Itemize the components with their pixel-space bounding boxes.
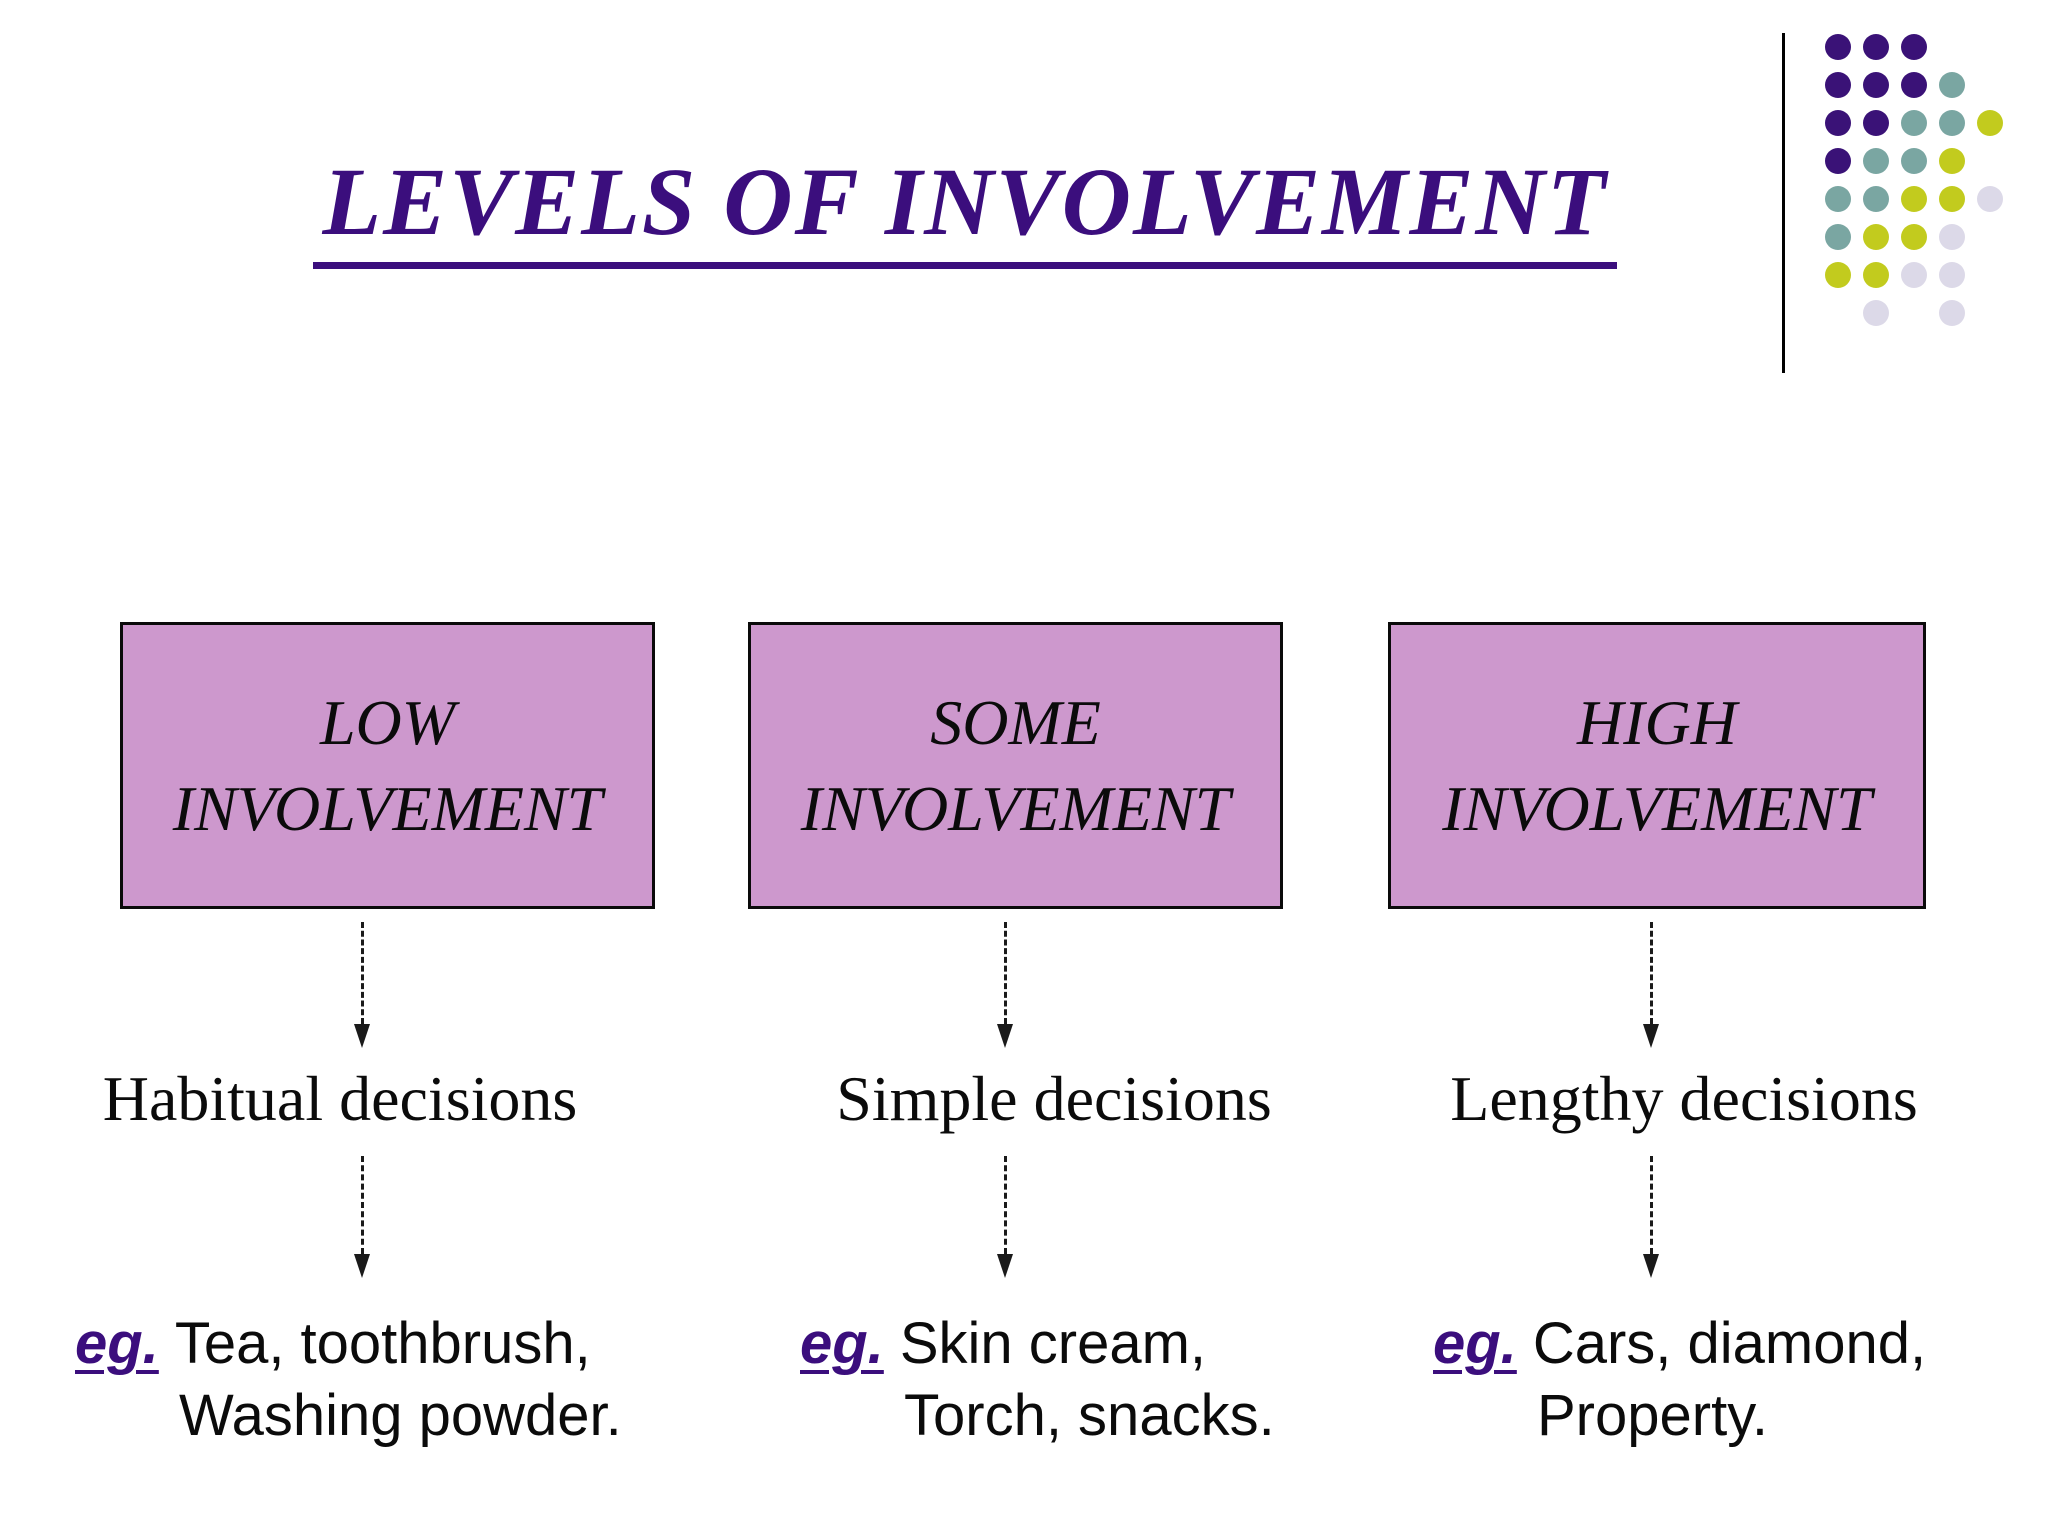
decoration-dot [1901, 110, 1927, 136]
decision-label-some: Simple decisions [836, 1063, 1272, 1134]
decoration-dot [1863, 148, 1889, 174]
decoration-dot [1901, 186, 1927, 212]
eg-label: eg. [75, 1311, 159, 1376]
arrow-shaft [1003, 1156, 1007, 1254]
example-line1: eg.Cars, diamond, [1433, 1308, 1926, 1380]
down-arrow-icon [1638, 922, 1664, 1048]
down-arrow-icon [992, 922, 1018, 1048]
example-line1: eg.Tea, toothbrush, [75, 1308, 622, 1380]
decoration-dot [1863, 186, 1889, 212]
decoration-dot [1939, 186, 1965, 212]
decoration-dot [1901, 148, 1927, 174]
box-label-line1: LOW [319, 686, 456, 758]
involvement-box-some: SOME INVOLVEMENT [748, 622, 1283, 909]
decoration-dot [1825, 72, 1851, 98]
decoration-dot [1939, 224, 1965, 250]
example-text1: Skin cream, [899, 1311, 1207, 1376]
decoration-vertical-line [1782, 33, 1785, 373]
arrow-shaft [1649, 1156, 1653, 1254]
decoration-dot [1939, 148, 1965, 174]
decoration-dot [1901, 34, 1927, 60]
involvement-box-high: HIGH INVOLVEMENT [1388, 622, 1926, 909]
box-label-line1: SOME [930, 686, 1101, 758]
decoration-dot [1825, 110, 1851, 136]
example-text1: Tea, toothbrush, [174, 1311, 591, 1376]
decoration-dot [1825, 186, 1851, 212]
decoration-dot [1977, 110, 2003, 136]
example-text1: Cars, diamond, [1532, 1311, 1927, 1376]
arrow-head [997, 1024, 1013, 1048]
decoration-dot [1939, 262, 1965, 288]
decoration-dot [1825, 148, 1851, 174]
decoration-dot [1977, 186, 2003, 212]
down-arrow-icon [1638, 1156, 1664, 1278]
decoration-dot [1825, 34, 1851, 60]
decision-label-low: Habitual decisions [102, 1063, 578, 1134]
decision-label-high: Lengthy decisions [1450, 1063, 1918, 1134]
involvement-box-low: LOW INVOLVEMENT [120, 622, 655, 909]
example-block-high: eg.Cars, diamond, Property. [1433, 1308, 1926, 1452]
arrow-head [997, 1254, 1013, 1278]
decoration-dot [1863, 110, 1889, 136]
arrow-shaft [360, 1156, 364, 1254]
example-line2: Washing powder. [179, 1383, 622, 1448]
slide-title: LEVELS OF INVOLVEMENT [312, 150, 1618, 269]
decoration-dot [1863, 224, 1889, 250]
decoration-dot [1863, 34, 1889, 60]
eg-label: eg. [800, 1311, 884, 1376]
decoration-dot [1863, 300, 1889, 326]
eg-label: eg. [1433, 1311, 1517, 1376]
decoration-dot [1939, 300, 1965, 326]
arrow-head [354, 1024, 370, 1048]
arrow-head [1643, 1024, 1659, 1048]
box-label-line2: INVOLVEMENT [1442, 772, 1872, 844]
example-line2: Property. [1537, 1383, 1769, 1448]
example-block-low: eg.Tea, toothbrush, Washing powder. [75, 1308, 622, 1452]
example-line1: eg.Skin cream, [800, 1308, 1275, 1380]
example-line2: Torch, snacks. [904, 1383, 1275, 1448]
box-label-line2: INVOLVEMENT [172, 772, 603, 844]
decoration-dot [1939, 110, 1965, 136]
arrow-shaft [1649, 922, 1653, 1024]
arrow-shaft [1003, 922, 1007, 1024]
down-arrow-icon [992, 1156, 1018, 1278]
decoration-dot [1901, 262, 1927, 288]
arrow-head [354, 1254, 370, 1278]
down-arrow-icon [349, 1156, 375, 1278]
decoration-dot [1825, 224, 1851, 250]
title-container: LEVELS OF INVOLVEMENT [0, 150, 1930, 269]
box-label-line2: INVOLVEMENT [800, 772, 1231, 844]
decoration-dot [1901, 224, 1927, 250]
arrow-shaft [360, 922, 364, 1024]
arrow-head [1643, 1254, 1659, 1278]
example-block-some: eg.Skin cream, Torch, snacks. [800, 1308, 1275, 1452]
down-arrow-icon [349, 922, 375, 1048]
decoration-dot [1901, 72, 1927, 98]
decoration-dot [1825, 262, 1851, 288]
decoration-dot [1863, 72, 1889, 98]
decoration-dot [1863, 262, 1889, 288]
decoration-dots-grid [1825, 34, 2045, 354]
box-label-line1: HIGH [1577, 686, 1737, 758]
decoration-dot [1939, 72, 1965, 98]
